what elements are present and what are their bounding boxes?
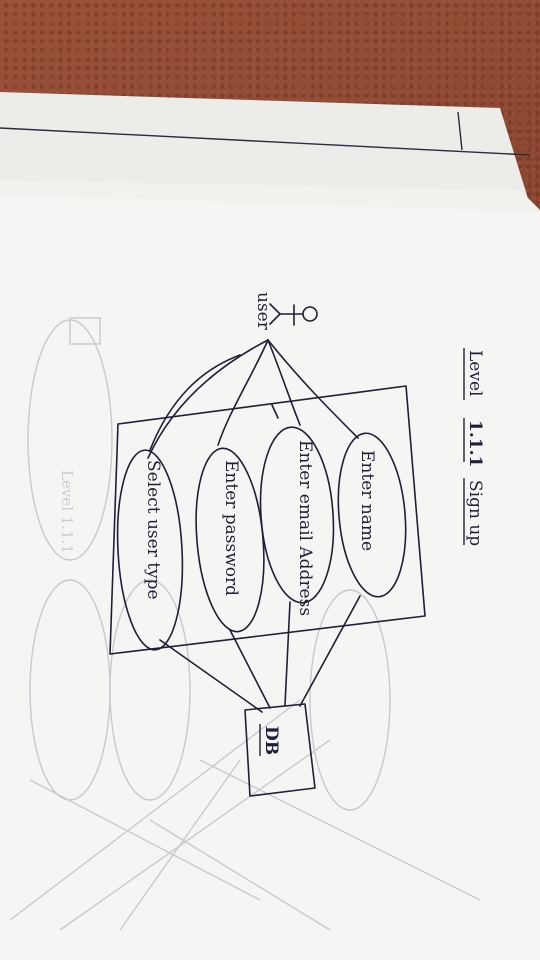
process-label: Enter password [221, 460, 241, 596]
db-connectors [159, 595, 361, 713]
process-enter-password: Enter password [195, 447, 265, 633]
process-label: Enter email Address [295, 440, 315, 616]
level-number: 1.1.1 [465, 420, 485, 467]
datastore-label: DB [261, 726, 281, 755]
ghost-level-label: Level 1.1.1 [58, 470, 76, 554]
system-boundary [109, 385, 426, 655]
margin-line [0, 127, 531, 156]
user-connectors [147, 339, 359, 459]
process-label: Enter name [357, 450, 377, 551]
diagram-title: Sign up [465, 480, 485, 546]
process-label: Select user type [143, 460, 163, 600]
diagram-heading: Level 1.1.1 Sign up [463, 348, 485, 546]
process-select-user-type: Select user type [116, 449, 184, 651]
user-icon [269, 303, 318, 326]
actor-label: user [253, 292, 273, 331]
actor-user: user [253, 292, 318, 331]
level-label: Level [465, 350, 485, 396]
process-enter-name: Enter name [337, 432, 407, 598]
datastore-db: DB [244, 703, 316, 797]
bleed-through [9, 317, 481, 931]
